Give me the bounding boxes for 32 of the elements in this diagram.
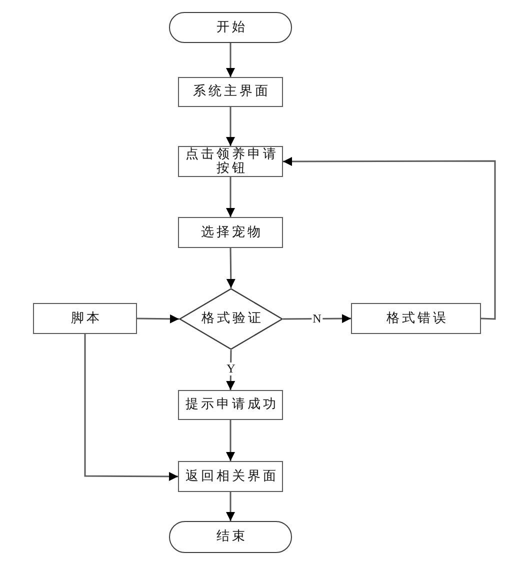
process-box: [178, 146, 283, 177]
node-label: 选择宠物: [200, 226, 263, 240]
decision-diamond: [179, 288, 283, 350]
process-box: [178, 461, 283, 492]
process-box: [178, 217, 283, 248]
arrow: [226, 420, 235, 461]
process-box: [178, 390, 283, 420]
arrow: [84, 334, 178, 481]
node-label: 提示申请成功: [184, 398, 278, 412]
arrow: [137, 314, 179, 324]
process-box: [33, 303, 137, 334]
node-label: 脚本: [70, 312, 102, 326]
process-box: [178, 77, 283, 107]
arrow: [283, 156, 496, 320]
arrow: [283, 314, 351, 324]
edge-label: Y: [226, 362, 236, 376]
node-label: 格式验证: [200, 312, 264, 326]
arrow: [226, 43, 235, 77]
edge-label: N: [312, 312, 322, 326]
arrow: [226, 107, 235, 146]
node-label: 系统主界面: [192, 85, 270, 99]
node-label: 返回相关界面: [184, 470, 278, 484]
terminator-shape: [169, 521, 292, 553]
process-box: [351, 303, 481, 334]
node-label: 开始: [215, 20, 248, 34]
arrow: [226, 177, 235, 217]
node-label: 结束: [215, 530, 248, 544]
arrow: [226, 248, 236, 288]
arrow: [226, 492, 235, 521]
terminator-shape: [169, 12, 292, 43]
node-label: 点击领养申请按钮: [184, 148, 280, 176]
node-label: 格式错误: [385, 312, 448, 326]
